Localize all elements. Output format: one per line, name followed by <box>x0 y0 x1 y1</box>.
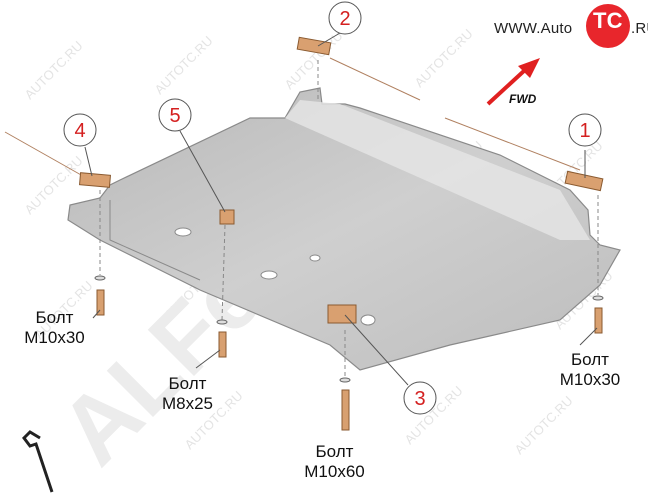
callout-1: 1 <box>579 120 590 142</box>
assembly-lines <box>99 60 599 380</box>
website-label[interactable]: WWW.Auto TC .RU <box>494 4 648 48</box>
bracket-3 <box>327 304 357 324</box>
watermark-text: AUTOTC.RU <box>282 28 346 92</box>
callout-circle-3 <box>403 381 437 415</box>
bolt-right <box>592 295 604 334</box>
bolt-label-right: Болт M10x30 <box>545 350 635 390</box>
tc-logo-text: TC <box>593 8 623 33</box>
bracket-1 <box>564 170 604 192</box>
callout-5: 5 <box>169 105 180 127</box>
bolt-right-line1: Болт <box>571 350 609 369</box>
bracket-4 <box>78 172 112 188</box>
bracket-2 <box>296 36 332 56</box>
bolt-label-bottom: Болт M10x60 <box>292 442 377 482</box>
website-prefix: WWW.Auto <box>494 20 573 37</box>
leader-lines <box>4 57 581 181</box>
bolt-left-line2: M10x30 <box>24 328 85 347</box>
bolt-bottom <box>339 377 351 431</box>
bolt-left <box>94 275 106 316</box>
bolt-label-left: Болт M10x30 <box>12 308 97 348</box>
fwd-arrow: FWD <box>486 58 540 106</box>
brackets <box>78 36 604 324</box>
bolt-right-line2: M10x30 <box>559 370 621 389</box>
watermark-text: AUTOTC.RU <box>152 33 216 97</box>
bolt-bottom-line2: M10x60 <box>304 462 365 481</box>
website-suffix: .RU <box>631 20 648 37</box>
watermark-text: AUTOTC.RU <box>412 26 476 90</box>
bracket-5 <box>219 209 235 225</box>
wrench-icon <box>22 430 54 493</box>
bolts <box>94 275 604 431</box>
bolt-center-line2: M8x25 <box>161 394 214 413</box>
callout-circle-2 <box>328 1 362 35</box>
skid-plate <box>67 87 621 371</box>
callout-3: 3 <box>414 388 425 410</box>
watermark-text: AUTOTC.RU <box>22 38 86 102</box>
bolt-center <box>216 319 228 358</box>
fwd-label: FWD <box>509 92 537 106</box>
bolt-center-line1: Болт <box>168 374 207 393</box>
tc-logo-badge <box>586 4 630 48</box>
callout-circle-4 <box>63 113 97 147</box>
callout-circle-1 <box>568 113 602 147</box>
callouts: 1 2 3 4 5 <box>63 1 602 415</box>
callout-circle-5 <box>158 98 192 132</box>
bolt-label-center: Болт M8x25 <box>150 374 225 414</box>
watermark-text: AUTOTC.RU <box>512 393 576 457</box>
bolt-bottom-line1: Болт <box>315 442 354 461</box>
callout-4: 4 <box>74 120 85 142</box>
bolt-left-line1: Болт <box>35 308 74 327</box>
callout-2: 2 <box>339 8 350 30</box>
